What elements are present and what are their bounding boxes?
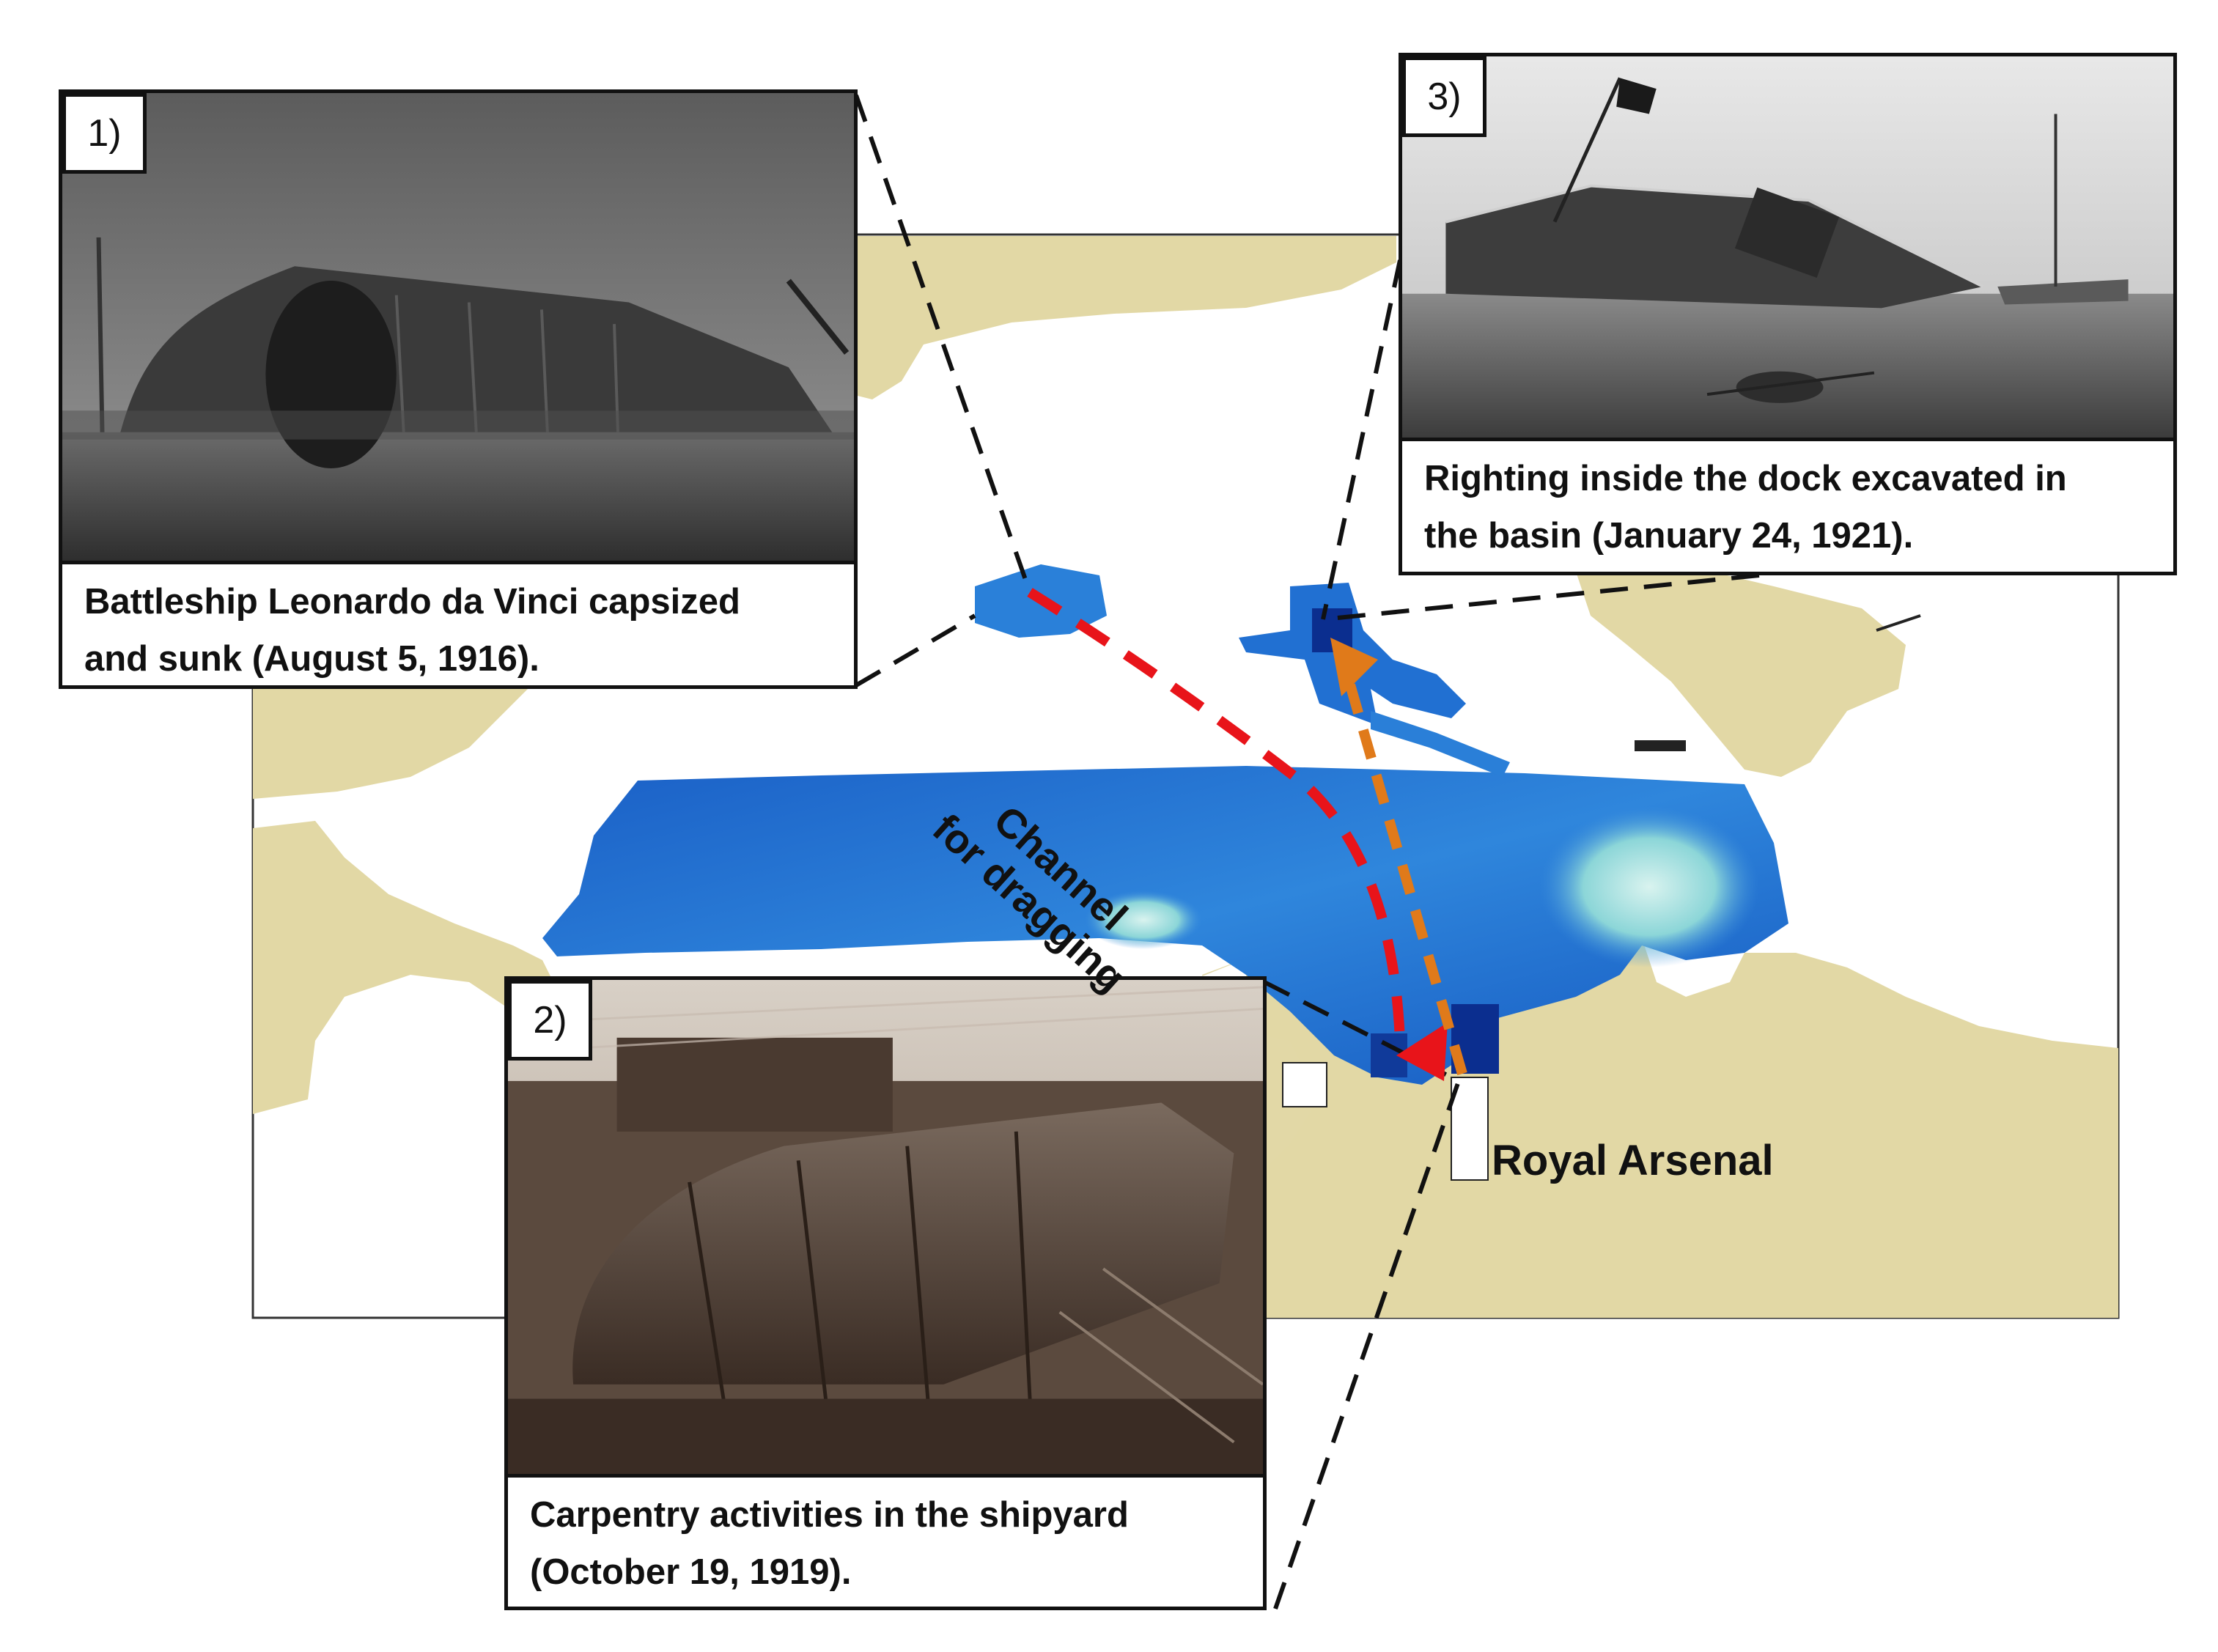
east-peninsula <box>1576 557 1906 777</box>
panel-3-number: 3) <box>1402 56 1486 137</box>
photo-righting-dock: 3) <box>1399 53 2177 441</box>
panel-1-number: 1) <box>62 93 147 174</box>
survey-strip-3 <box>1371 711 1510 777</box>
shoal-area <box>1539 806 1759 967</box>
pier-east-structure <box>1876 614 1921 632</box>
red-arrowhead <box>1396 1022 1448 1081</box>
panel-1-caption: Battleship Leonardo da Vinci capsized an… <box>59 561 858 689</box>
connector-p1-bottom <box>855 613 976 687</box>
pier-west <box>1282 1062 1327 1107</box>
photo-1-image <box>62 93 854 561</box>
breakwater-east <box>1635 740 1686 751</box>
south-land <box>253 821 557 1114</box>
connector-p3-left <box>1321 259 1402 620</box>
panel-2-number: 2) <box>508 980 592 1061</box>
royal-arsenal-label: Royal Arsenal <box>1492 1137 1774 1184</box>
connector-p3-bottom <box>1322 573 1760 622</box>
panel-3-caption: Righting inside the dock excavated in th… <box>1399 438 2177 575</box>
photo-3-image <box>1402 56 2173 438</box>
pier <box>1451 1077 1489 1181</box>
photo-battleship-capsized: 1) <box>59 89 858 564</box>
north-land <box>858 236 1396 399</box>
photo-2-image <box>508 980 1263 1474</box>
orange-arrowhead <box>1330 638 1378 696</box>
shoal-area-small <box>1085 890 1202 949</box>
righting-path-orange <box>1340 665 1467 1075</box>
connector-p2-bottom <box>1273 1080 1461 1609</box>
panel-2-caption: Carpentry activities in the shipyard (Oc… <box>504 1474 1267 1610</box>
photo-shipyard-carpentry: 2) <box>504 976 1267 1478</box>
